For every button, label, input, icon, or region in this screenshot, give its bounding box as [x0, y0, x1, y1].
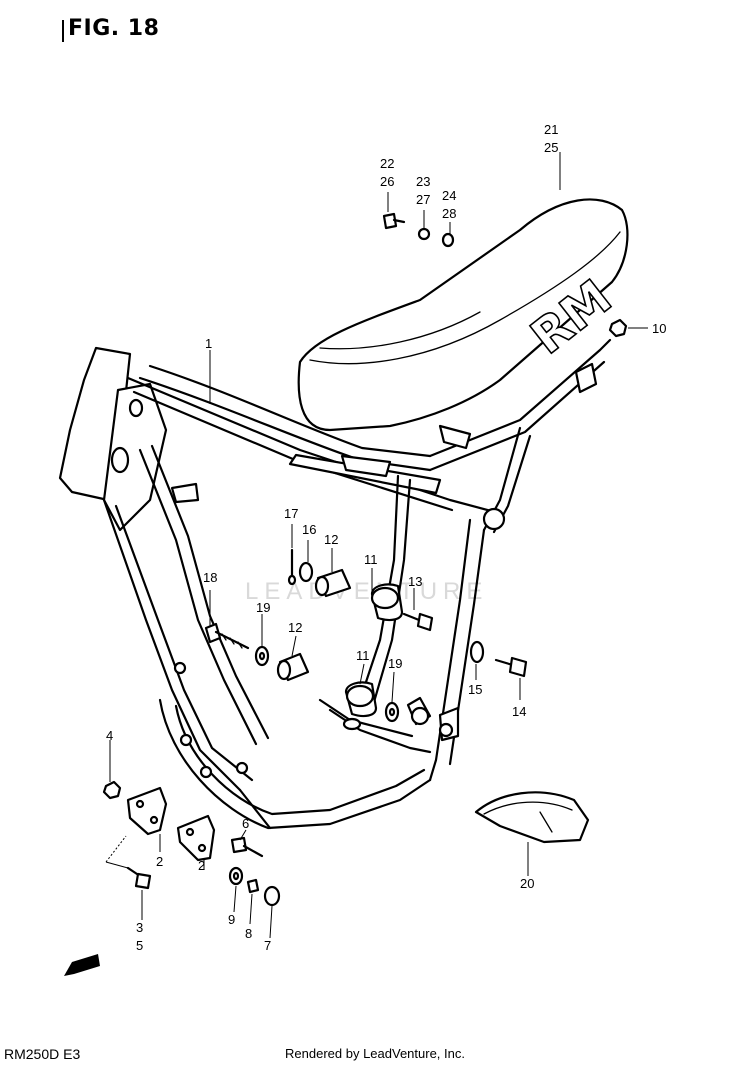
engine-bracket-right[interactable] — [176, 814, 216, 862]
front-arrow-icon — [64, 954, 100, 976]
callout-16: 16 — [302, 522, 316, 537]
callout-11b: 11 — [356, 648, 370, 663]
motorcycle-frame[interactable] — [58, 338, 612, 830]
callout-25: 25 — [544, 140, 558, 155]
callout-22: 22 — [380, 156, 394, 171]
callout-19b: 19 — [388, 656, 402, 671]
callout-10: 10 — [652, 321, 666, 336]
callout-12b: 12 — [288, 620, 302, 635]
washer-15[interactable] — [469, 640, 485, 664]
callout-23: 23 — [416, 174, 430, 189]
bolt-13[interactable] — [402, 612, 434, 632]
callout-4: 4 — [106, 728, 113, 743]
callout-2b: 2 — [198, 858, 205, 873]
bolt-6[interactable] — [230, 836, 264, 858]
callout-13: 13 — [408, 574, 422, 589]
callout-9: 9 — [228, 912, 235, 927]
callout-21: 21 — [544, 122, 558, 137]
callout-20: 20 — [520, 876, 534, 891]
engine-mount-rubber-lower[interactable] — [342, 681, 378, 731]
spacer-lower[interactable] — [276, 652, 310, 682]
callout-14: 14 — [512, 704, 526, 719]
bolt-18[interactable] — [204, 622, 250, 650]
callout-28: 28 — [442, 206, 456, 221]
leader-lines — [105, 152, 648, 939]
washer-19b[interactable] — [384, 701, 400, 723]
washer-16[interactable] — [298, 561, 314, 583]
callout-3: 3 — [136, 920, 143, 935]
callout-2a: 2 — [156, 854, 163, 869]
engine-bracket-left[interactable] — [126, 786, 168, 836]
callout-8: 8 — [245, 926, 252, 941]
watermark: LEADVENTURE — [245, 578, 489, 605]
seat[interactable]: RM — [297, 198, 629, 432]
nut-8[interactable] — [246, 878, 260, 894]
collar-24[interactable] — [441, 232, 455, 248]
washer-9[interactable] — [228, 866, 244, 886]
callout-11a: 11 — [364, 552, 378, 567]
callout-12a: 12 — [324, 532, 338, 547]
nut-23[interactable] — [417, 227, 431, 241]
callout-6: 6 — [242, 816, 249, 831]
spacer-upper[interactable] — [314, 568, 352, 598]
washer-19a[interactable] — [254, 645, 270, 667]
callout-26: 26 — [380, 174, 394, 189]
callout-19a: 19 — [256, 600, 270, 615]
nut-4[interactable] — [102, 780, 122, 800]
callout-24: 24 — [442, 188, 456, 203]
bolt-3[interactable] — [126, 866, 152, 890]
nut-10[interactable] — [608, 318, 628, 338]
callout-27: 27 — [416, 192, 430, 207]
callouts: 1 21 25 22 26 23 27 24 28 10 17 16 12 11… — [106, 122, 666, 953]
footer-credit: Rendered by LeadVenture, Inc. — [285, 1046, 465, 1061]
callout-1: 1 — [205, 336, 212, 351]
callout-5: 5 — [136, 938, 143, 953]
bolt-14[interactable] — [494, 656, 528, 678]
callout-7: 7 — [264, 938, 271, 953]
frame-guard-20[interactable] — [474, 791, 590, 844]
callout-15: 15 — [468, 682, 482, 697]
bolt-22[interactable] — [382, 212, 406, 230]
cap-nut-7[interactable] — [263, 885, 281, 907]
figure-title: FIG. 18 — [61, 16, 160, 42]
model-code: RM250D E3 — [4, 1046, 81, 1062]
callout-17: 17 — [284, 506, 298, 521]
callout-18: 18 — [203, 570, 217, 585]
engine-mount-rubber-upper[interactable] — [370, 583, 404, 622]
pin-17[interactable] — [287, 548, 297, 586]
